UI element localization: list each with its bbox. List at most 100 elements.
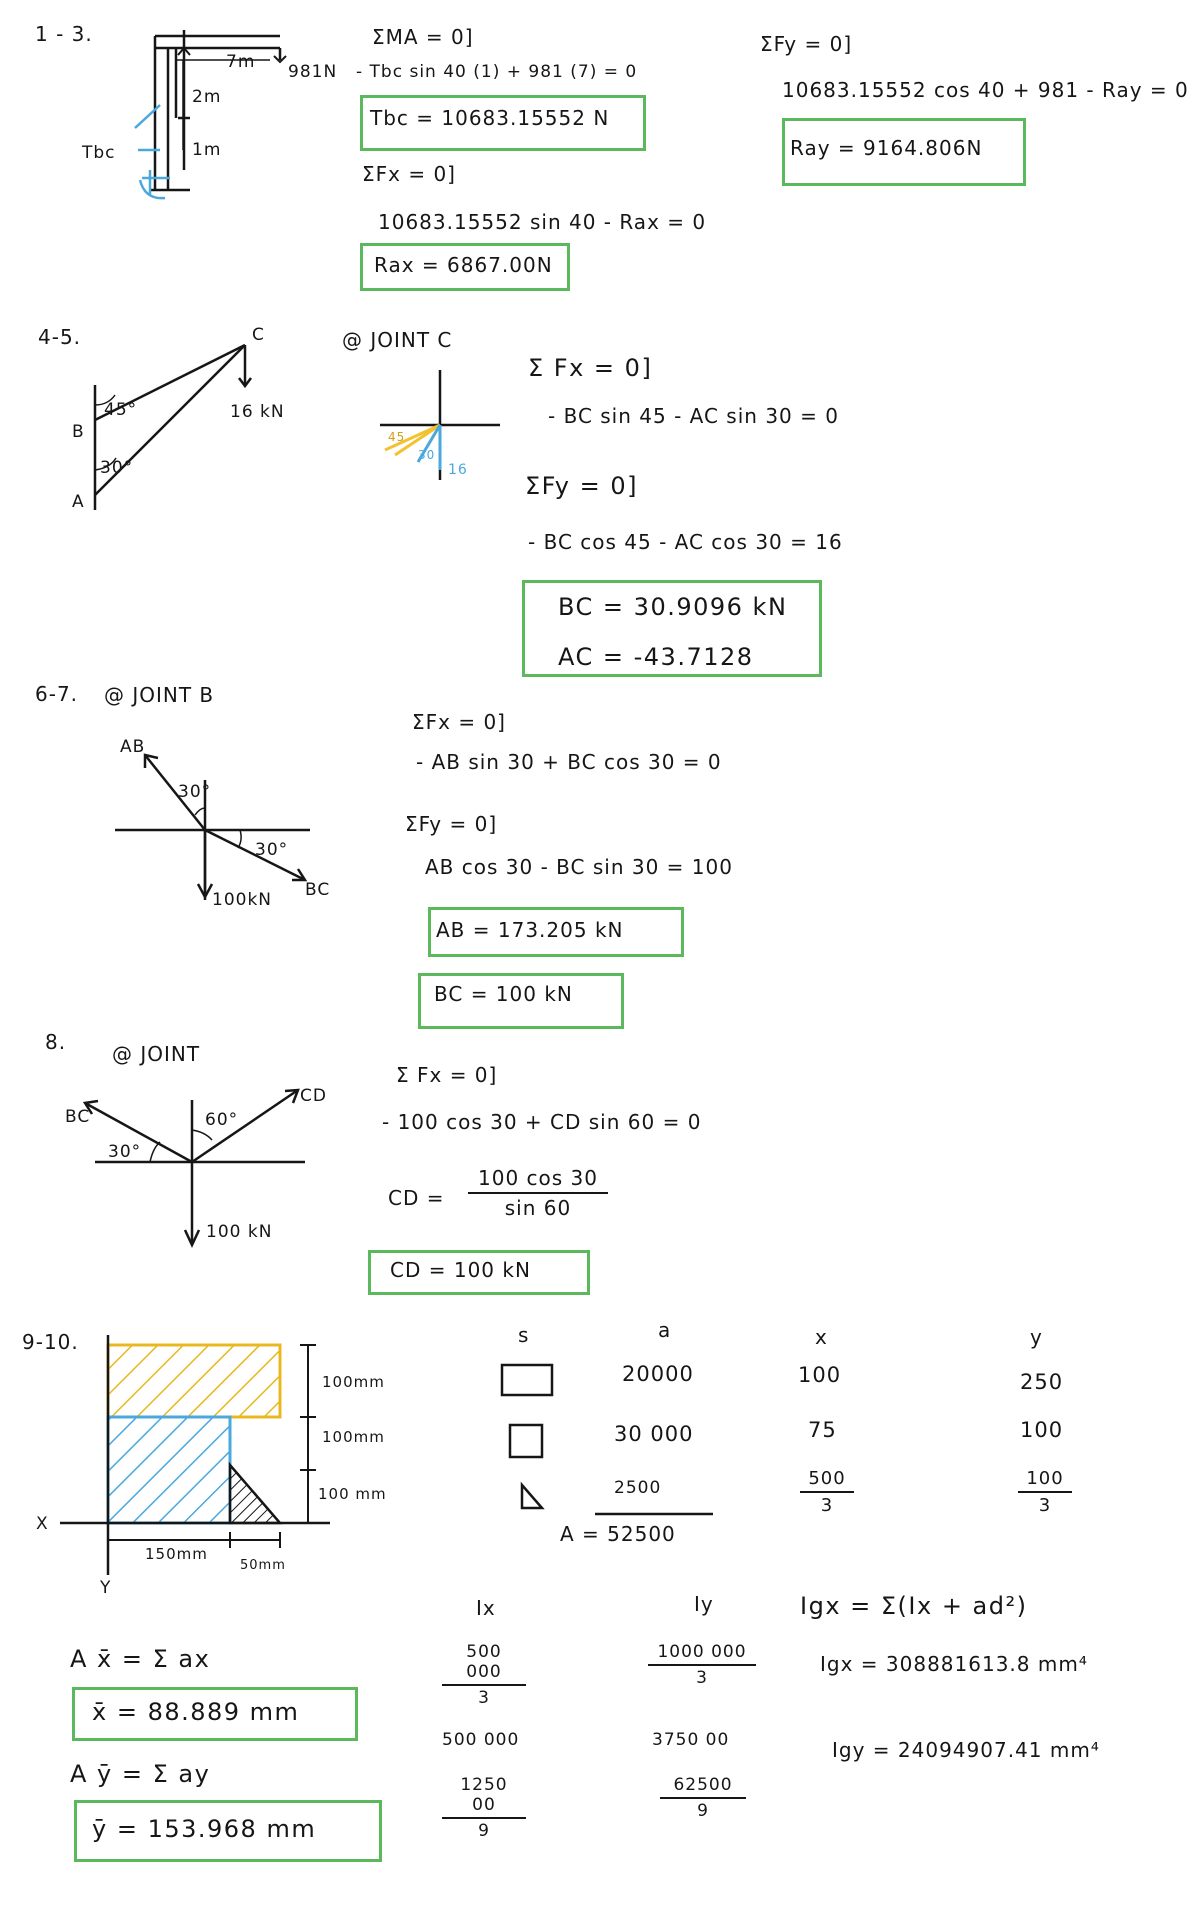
row-x-fraction: 500 3: [800, 1468, 854, 1516]
node-label: C: [252, 325, 265, 345]
table-header-a: a: [658, 1318, 672, 1342]
truss-sketch: [93, 343, 252, 510]
row-y: 100: [1020, 1418, 1064, 1442]
fy-equation: ΣFy = 0]: [405, 812, 498, 836]
iy-denominator: 9: [697, 1801, 709, 1821]
frame-fbd-blue: [134, 104, 170, 200]
problem-number: 6-7.: [35, 682, 79, 706]
member-label: BC: [65, 1107, 91, 1127]
axis-label: Y: [100, 1578, 112, 1598]
dim-label: 100 mm: [318, 1485, 387, 1503]
result-box: [72, 1687, 358, 1741]
inertia-header-ix: Ix: [476, 1596, 496, 1620]
dim-label: 100mm: [322, 1428, 385, 1446]
node-label: B: [72, 422, 85, 442]
row-y-fraction: 100 3: [1018, 1468, 1072, 1516]
load-label: 100kN: [212, 890, 273, 910]
fx-equation: Σ Fx = 0]: [396, 1063, 498, 1087]
ax-formula: A x̄ = Σ ax: [70, 1645, 211, 1673]
row-x-denominator: 3: [820, 1495, 834, 1516]
ix-fraction: 500 000 3: [442, 1642, 526, 1708]
cd-denominator: sin 60: [504, 1196, 572, 1220]
problem-number: 4-5.: [38, 325, 82, 349]
joint-label: @ JOINT B: [104, 683, 215, 707]
row-x: 100: [798, 1363, 842, 1387]
row-a: 2500: [614, 1478, 662, 1498]
angle-label: 30°: [100, 458, 134, 478]
fbd-load: 16: [448, 462, 468, 478]
area-total: A = 52500: [560, 1522, 676, 1546]
moment-equation: ΣMA = 0]: [372, 25, 474, 49]
fbd-angle: 45: [388, 430, 406, 444]
angle-label: 30°: [108, 1142, 142, 1162]
iy-fraction: 62500 9: [660, 1775, 746, 1821]
fbd-angle: 30: [418, 448, 436, 462]
table-header-y: y: [1030, 1325, 1043, 1349]
fx-line: - AB sin 30 + BC cos 30 = 0: [416, 750, 722, 774]
fx-line: - 100 cos 30 + CD sin 60 = 0: [382, 1110, 702, 1134]
joint-label: @ JOINT: [112, 1042, 201, 1066]
joint-b-fbd: [115, 753, 310, 900]
fy-line: AB cos 30 - BC sin 30 = 100: [425, 855, 733, 879]
row-a: 20000: [622, 1362, 694, 1386]
result-box: [368, 1250, 590, 1295]
dim-label: 50mm: [240, 1558, 286, 1573]
table-header-s: s: [518, 1323, 530, 1347]
problem-number: 8.: [45, 1030, 67, 1054]
problem-number: 1 - 3.: [35, 22, 93, 46]
composite-area-sketch: [60, 1335, 330, 1575]
dim-label: 150mm: [145, 1545, 208, 1563]
fy-equation: ΣFy = 0]: [525, 472, 638, 500]
result-box: [360, 95, 646, 151]
ix-denominator: 9: [478, 1821, 490, 1841]
load-label: 16 kN: [230, 402, 285, 422]
cd-fraction: 100 cos 30 sin 60: [468, 1166, 608, 1220]
load-label: 981N: [288, 62, 338, 82]
iy-denominator: 3: [696, 1668, 708, 1688]
angle-label: 45°: [104, 400, 138, 420]
fy-line: - BC cos 45 - AC cos 30 = 16: [528, 530, 843, 554]
cd-result: CD = 100 kN: [390, 1258, 531, 1282]
fx-line: 10683.15552 sin 40 - Rax = 0: [378, 210, 707, 234]
ay-formula: A ȳ = Σ ay: [70, 1760, 211, 1788]
fx-equation: Σ Fx = 0]: [528, 354, 653, 382]
ab-result: AB = 173.205 kN: [436, 918, 624, 942]
table-shape-icons: [500, 1363, 713, 1516]
rax-result: Rax = 6867.00N: [374, 253, 553, 277]
table-header-x: x: [815, 1325, 828, 1349]
angle-label: 30°: [255, 840, 289, 860]
axis-label: X: [36, 1514, 49, 1534]
inertia-header-iy: Iy: [694, 1592, 714, 1616]
ac-result: AC = -43.7128: [558, 643, 754, 671]
ix-numerator: 1250 00: [442, 1775, 526, 1819]
load-label: 100 kN: [206, 1222, 273, 1242]
cd-lhs: CD =: [388, 1186, 445, 1210]
row-a: 30 000: [614, 1422, 694, 1446]
ix-value: 500 000: [442, 1730, 520, 1750]
node-label: A: [72, 492, 85, 512]
angle-label: 60°: [205, 1110, 239, 1130]
dim-label: 2m: [192, 87, 222, 107]
joint-c-fbd: [380, 370, 500, 480]
ix-numerator: 500 000: [442, 1642, 526, 1686]
xbar-result: x̄ = 88.889 mm: [92, 1698, 300, 1726]
result-box: [74, 1800, 382, 1862]
ix-denominator: 3: [478, 1688, 490, 1708]
fy-equation: ΣFy = 0]: [760, 32, 853, 56]
result-box: [360, 243, 570, 291]
force-label: Tbc: [82, 143, 116, 163]
row-y-denominator: 3: [1038, 1495, 1052, 1516]
bc-result: BC = 30.9096 kN: [558, 593, 788, 621]
row-y: 250: [1020, 1370, 1064, 1394]
tbc-result: Tbc = 10683.15552 N: [370, 106, 610, 130]
fx-equation: ΣFx = 0]: [412, 710, 506, 734]
fx-line: - BC sin 45 - AC sin 30 = 0: [548, 404, 839, 428]
member-label: BC: [305, 880, 331, 900]
joint-cd-fbd: [82, 1088, 305, 1248]
iy-numerator: 62500: [660, 1775, 746, 1799]
dim-label: 100mm: [322, 1373, 385, 1391]
iy-fraction: 1000 000 3: [648, 1642, 756, 1688]
result-box: [428, 907, 684, 957]
igx-result: Igx = 308881613.8 mm⁴: [820, 1652, 1088, 1676]
